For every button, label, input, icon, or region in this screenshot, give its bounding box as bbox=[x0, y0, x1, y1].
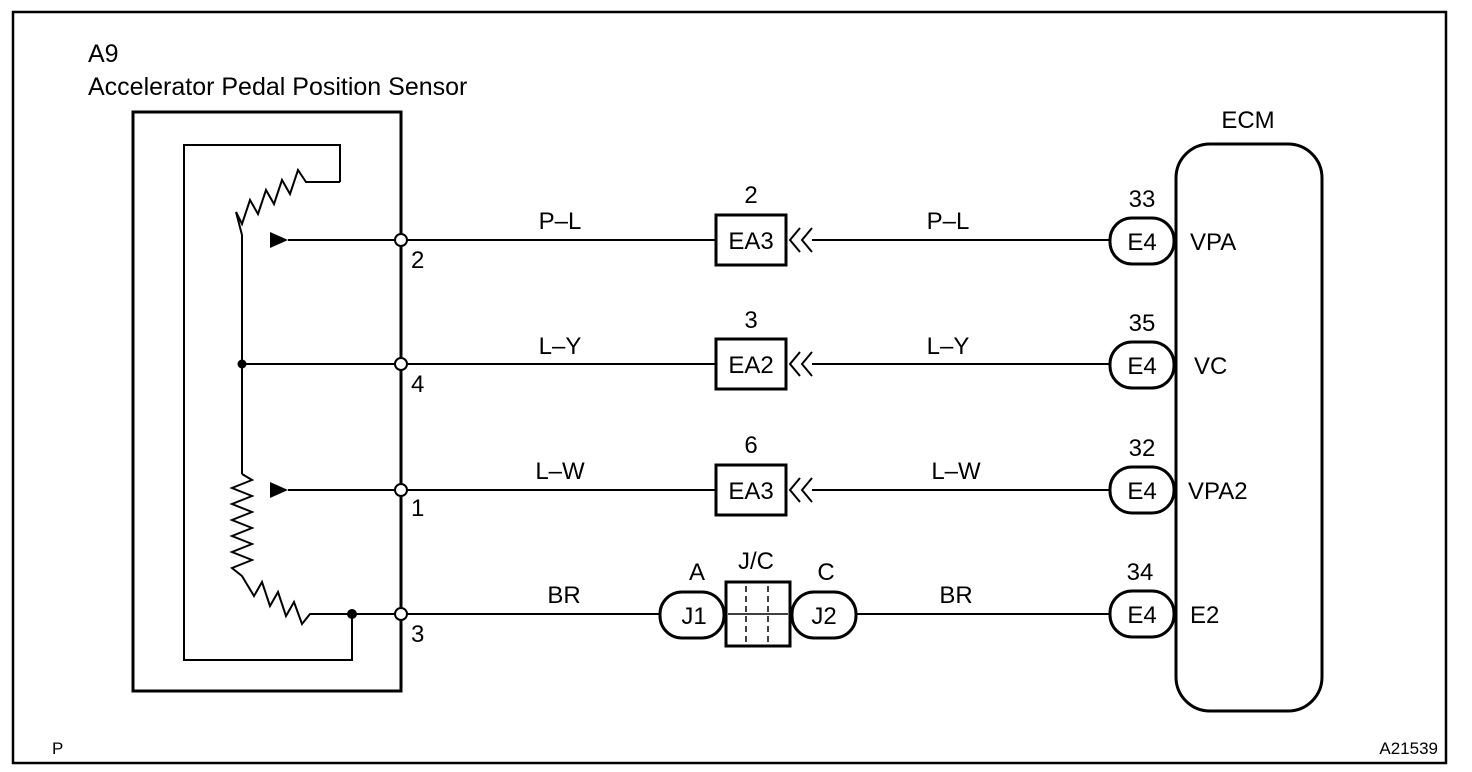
connector-chevron bbox=[788, 477, 813, 503]
sensor-inner-loop bbox=[183, 144, 353, 661]
sensor-name: Accelerator Pedal Position Sensor bbox=[88, 73, 467, 101]
ecm-signal: E2 bbox=[1190, 602, 1219, 629]
sensor-housing bbox=[131, 110, 403, 693]
ecm-pin: 34 bbox=[1127, 559, 1154, 586]
jc-pin-left: A bbox=[689, 559, 705, 586]
ecm-signal: VPA bbox=[1190, 229, 1236, 256]
connector-label: EA2 bbox=[728, 352, 773, 379]
connector-label: EA3 bbox=[728, 228, 773, 255]
sensor-pin: 1 bbox=[411, 495, 424, 522]
footer-left: P bbox=[52, 739, 63, 758]
footer-right: A21539 bbox=[1379, 739, 1438, 758]
ecm-connector bbox=[1108, 465, 1176, 515]
ecm-signal: VC bbox=[1194, 353, 1227, 380]
connector-label: EA3 bbox=[728, 478, 773, 505]
jc-connector-right-label: J2 bbox=[811, 603, 836, 630]
jc-pin-right: C bbox=[817, 559, 834, 586]
connector-box bbox=[714, 337, 788, 391]
wiper-arrow-upper bbox=[270, 232, 288, 248]
wire-color-right: L–W bbox=[931, 458, 981, 485]
ecm-pin: 35 bbox=[1129, 310, 1156, 337]
sensor-terminal-vpa bbox=[394, 233, 408, 247]
wire-color-right: P–L bbox=[927, 208, 970, 235]
ecm-connector bbox=[1108, 589, 1176, 639]
connector-chevron bbox=[788, 351, 813, 377]
sensor-code: A9 bbox=[88, 40, 119, 68]
ecm-connector bbox=[1108, 216, 1176, 266]
sensor-pin: 3 bbox=[411, 621, 424, 648]
wire-color-left: L–Y bbox=[539, 333, 582, 360]
ecm-title: ECM bbox=[1221, 107, 1274, 134]
sensor-pin: 4 bbox=[411, 371, 424, 398]
sensor-terminal-vc bbox=[394, 357, 408, 371]
connector-chevron bbox=[788, 227, 813, 253]
jc-connector-left bbox=[658, 590, 726, 640]
connector-pin: 2 bbox=[744, 182, 757, 209]
sensor-pin: 2 bbox=[411, 247, 424, 274]
connector-pin: 6 bbox=[744, 432, 757, 459]
ecm-connector-label: E4 bbox=[1127, 353, 1156, 380]
connector-pin: 3 bbox=[744, 307, 757, 334]
ecm-connector bbox=[1108, 340, 1176, 390]
wiper-arrow-lower bbox=[270, 482, 288, 498]
wire-color-left: P–L bbox=[539, 208, 582, 235]
wire-color-right: BR bbox=[939, 582, 972, 609]
resistor-upper bbox=[235, 167, 340, 236]
connector-box bbox=[714, 463, 788, 517]
ecm-connector-label: E4 bbox=[1127, 602, 1156, 629]
ecm-signal: VPA2 bbox=[1188, 478, 1248, 505]
sensor-terminal-e2 bbox=[394, 607, 408, 621]
ecm-pin: 32 bbox=[1129, 435, 1156, 462]
wire-color-right: L–Y bbox=[927, 333, 970, 360]
ecm-body bbox=[1174, 142, 1324, 713]
diagram-frame bbox=[11, 10, 1448, 765]
ecm-connector-label: E4 bbox=[1127, 229, 1156, 256]
jc-connector-left-label: J1 bbox=[681, 603, 706, 630]
junction-name: J/C bbox=[738, 548, 774, 575]
ecm-pin: 33 bbox=[1129, 186, 1156, 213]
sensor-terminal-vpa2 bbox=[394, 483, 408, 497]
wire-color-left: BR bbox=[547, 582, 580, 609]
wire-color-left: L–W bbox=[535, 458, 585, 485]
connector-box bbox=[714, 213, 788, 267]
ecm-connector-label: E4 bbox=[1127, 478, 1156, 505]
resistor-lower bbox=[229, 473, 352, 627]
